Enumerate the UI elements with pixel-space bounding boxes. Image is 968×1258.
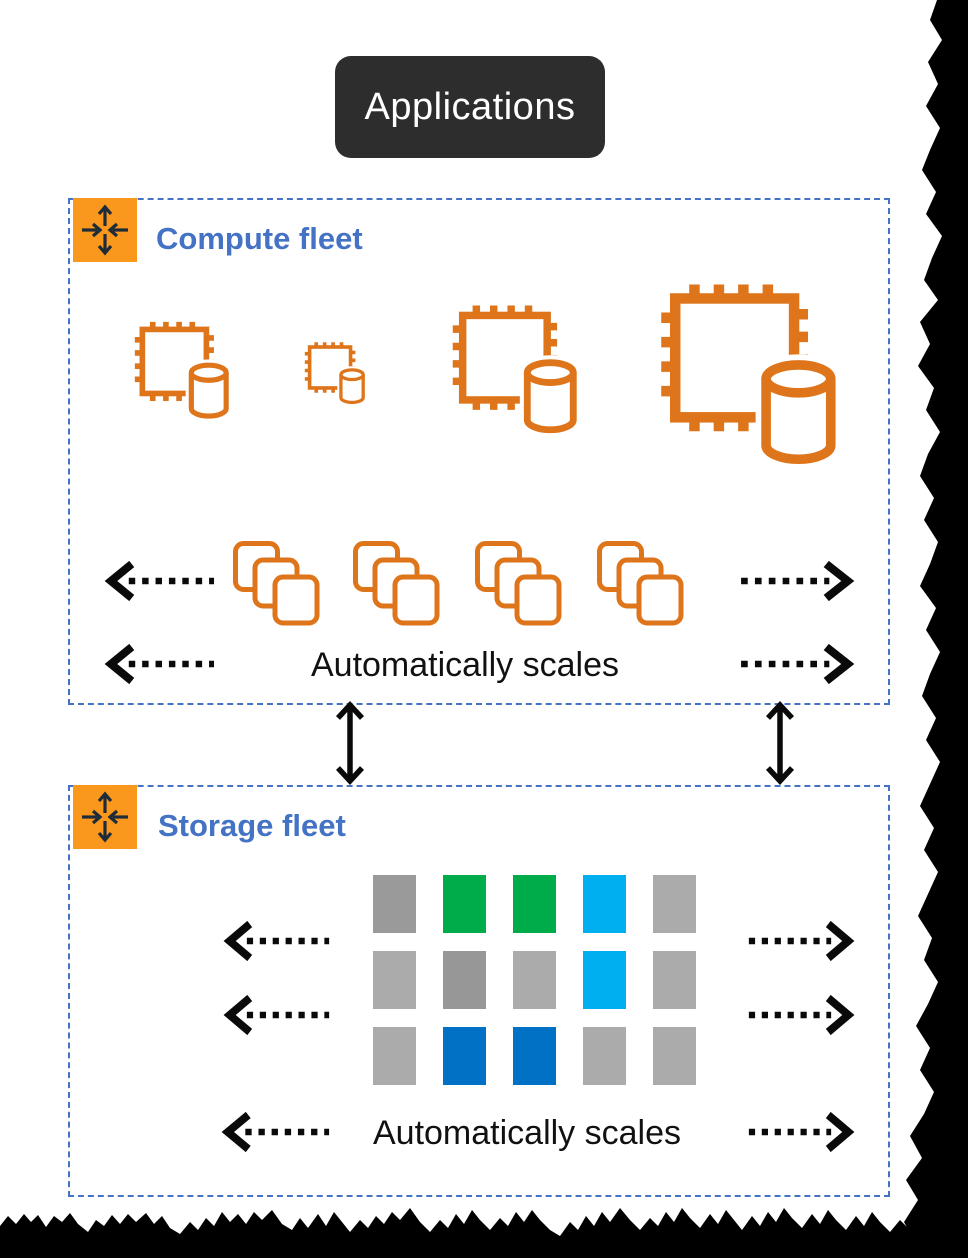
- db-instance-icon-large: [449, 303, 577, 431]
- vertical-double-arrow-icon: [332, 701, 368, 785]
- storage-segment-r2c1: [373, 951, 416, 1009]
- storage-segment-r3c1: [373, 1027, 416, 1085]
- compute-fleet-label: Compute fleet: [156, 221, 363, 256]
- dotted-arrow-left-icon: [222, 994, 332, 1036]
- db-instance-icon-xlarge: [656, 281, 836, 461]
- dotted-arrow-right-icon: [746, 920, 856, 962]
- vertical-double-arrow-icon: [762, 701, 798, 785]
- storage-segment-r2c3: [513, 951, 556, 1009]
- compute-auto-scaling-icon: [73, 198, 137, 262]
- storage-segment-r1c2: [443, 875, 486, 933]
- storage-fleet-box: [68, 785, 890, 1197]
- compute-fleet-box: [68, 198, 890, 705]
- storage-segment-r2c2: [443, 951, 486, 1009]
- db-instance-icon-medium: [132, 320, 229, 417]
- storage-fleet-label: Storage fleet: [158, 808, 346, 843]
- applications-label: Applications: [364, 85, 576, 128]
- storage-segment-r1c4: [583, 875, 626, 933]
- dotted-arrow-right-icon: [738, 560, 856, 602]
- applications-box: Applications: [335, 56, 605, 158]
- storage-auto-scaling-icon: [73, 785, 137, 849]
- storage-segment-r3c4: [583, 1027, 626, 1085]
- instance-stack-icon-1: [233, 541, 321, 627]
- dotted-arrow-right-icon: [746, 1111, 856, 1153]
- dotted-arrow-left-icon: [222, 920, 332, 962]
- storage-segment-r3c3: [513, 1027, 556, 1085]
- storage-segment-r3c5: [653, 1027, 696, 1085]
- torn-edge-right: [904, 0, 968, 1258]
- storage-segment-r1c1: [373, 875, 416, 933]
- instance-stack-icon-4: [597, 541, 685, 627]
- storage-segment-r2c5: [653, 951, 696, 1009]
- storage-segment-r3c2: [443, 1027, 486, 1085]
- torn-edge-bottom: [0, 1208, 968, 1258]
- storage-segment-r1c3: [513, 875, 556, 933]
- storage-segment-r2c4: [583, 951, 626, 1009]
- dotted-arrow-left-icon: [103, 560, 217, 602]
- storage-grid: [373, 875, 696, 1085]
- db-instance-icon-small: [303, 341, 365, 403]
- instance-stack-icon-2: [353, 541, 441, 627]
- dotted-arrow-right-icon: [738, 643, 856, 685]
- compute-scales-label: Automatically scales: [310, 646, 619, 684]
- dotted-arrow-left-icon: [220, 1111, 332, 1153]
- dotted-arrow-right-icon: [746, 994, 856, 1036]
- dotted-arrow-left-icon: [103, 643, 217, 685]
- instance-stack-icon-3: [475, 541, 563, 627]
- storage-segment-r1c5: [653, 875, 696, 933]
- storage-scales-label: Automatically scales: [372, 1114, 681, 1152]
